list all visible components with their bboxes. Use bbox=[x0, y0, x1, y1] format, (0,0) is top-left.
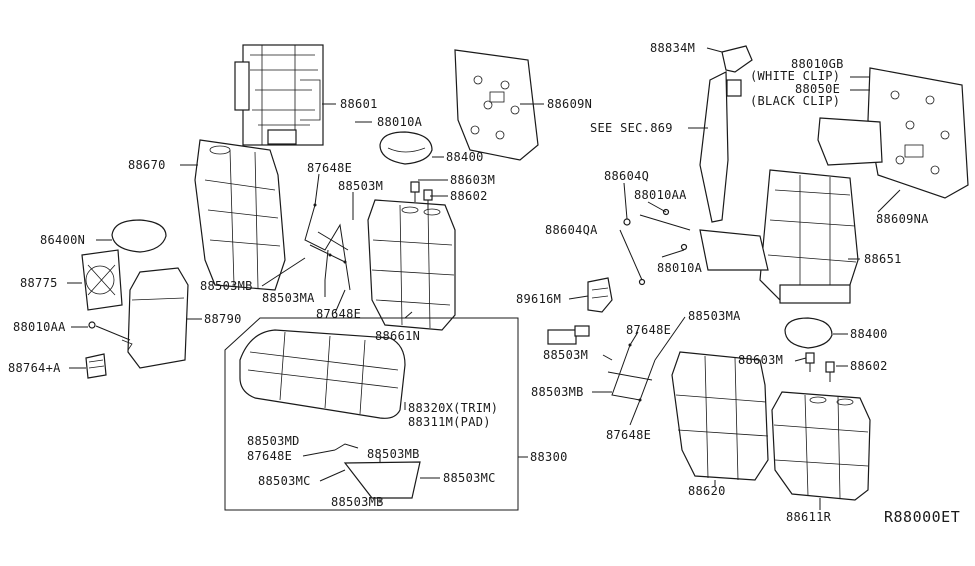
label-88400-right: 88400 bbox=[850, 327, 888, 341]
buckle-88503m bbox=[547, 325, 590, 345]
seat-back-frame-left bbox=[234, 44, 324, 146]
label-88503mc-left: 88503MC bbox=[258, 474, 311, 488]
label-88010gb: 88010GB bbox=[791, 57, 844, 71]
label-88311m: 88311M(PAD) bbox=[408, 415, 491, 429]
label-88050e: 88050E bbox=[795, 82, 840, 96]
label-88320x: 88320X(TRIM) bbox=[408, 401, 498, 415]
label-88661n: 88661N bbox=[375, 329, 420, 343]
label-88400-left: 88400 bbox=[446, 150, 484, 164]
label-88604qa: 88604QA bbox=[545, 223, 598, 237]
part-labels: 88601 88010A 88609N 88670 87648E 88503M … bbox=[8, 41, 960, 526]
seat-back-right bbox=[771, 391, 871, 501]
label-88010a-top: 88010A bbox=[377, 115, 423, 129]
label-88609na: 88609NA bbox=[876, 212, 929, 226]
label-88602-right: 88602 bbox=[850, 359, 888, 373]
label-88503mc-right: 88503MC bbox=[443, 471, 496, 485]
label-88834m: 88834M bbox=[650, 41, 695, 55]
label-88775: 88775 bbox=[20, 276, 58, 290]
label-88620: 88620 bbox=[688, 484, 726, 498]
label-88503mb-bot: 88503MB bbox=[367, 447, 420, 461]
label-88651: 88651 bbox=[864, 252, 902, 266]
bolt-set-left bbox=[410, 181, 433, 210]
seat-back-cushion-left bbox=[194, 139, 286, 291]
label-see-sec-869: SEE SEC.869 bbox=[590, 121, 673, 135]
label-88010aa-left: 88010AA bbox=[13, 320, 66, 334]
bolt-set-right bbox=[805, 352, 835, 382]
label-white-clip: (WHITE CLIP) bbox=[750, 69, 840, 83]
label-88300: 88300 bbox=[530, 450, 568, 464]
label-88503mb-left: 88503MB bbox=[200, 279, 253, 293]
label-88611r: 88611R bbox=[786, 510, 832, 524]
seat-back-board-right bbox=[817, 67, 969, 199]
seat-hook-89616m bbox=[587, 277, 613, 313]
label-87648e-right: 87648E bbox=[626, 323, 671, 337]
diagram-code: R88000ET bbox=[884, 508, 960, 526]
label-89616m: 89616M bbox=[516, 292, 561, 306]
headrest-right bbox=[784, 317, 833, 349]
label-87648e-mid: 87648E bbox=[316, 307, 361, 321]
label-88602-left: 88602 bbox=[450, 189, 488, 203]
label-88503mb-bot2: 88503MB bbox=[331, 495, 384, 509]
leader-lines bbox=[67, 47, 901, 510]
label-88604q: 88604Q bbox=[604, 169, 649, 183]
label-88503ma-right: 88503MA bbox=[688, 309, 741, 323]
label-88503m-right: 88503M bbox=[543, 348, 588, 362]
label-88503md: 88503MD bbox=[247, 434, 300, 448]
cup-holder bbox=[85, 353, 107, 379]
seat-cushion bbox=[239, 329, 406, 419]
label-87648e-bot: 87648E bbox=[247, 449, 292, 463]
armrest-frame bbox=[81, 249, 123, 311]
label-88603m-right: 88603M bbox=[738, 353, 783, 367]
label-88503mb-right: 88503MB bbox=[531, 385, 584, 399]
armrest-cover bbox=[127, 267, 189, 369]
label-86400n: 86400N bbox=[40, 233, 85, 247]
label-88010aa-right: 88010AA bbox=[634, 188, 687, 202]
seat-cushion-box bbox=[224, 317, 519, 511]
label-black-clip: (BLACK CLIP) bbox=[750, 94, 840, 108]
strap-assembly-left bbox=[304, 203, 351, 291]
seat-belt-guide bbox=[699, 45, 753, 223]
label-88603m-left: 88603M bbox=[450, 173, 495, 187]
label-88601: 88601 bbox=[340, 97, 378, 111]
label-87648e-top: 87648E bbox=[307, 161, 352, 175]
label-88609n: 88609N bbox=[547, 97, 592, 111]
seat-back-frame-right bbox=[699, 169, 859, 304]
cushion-straps bbox=[334, 443, 421, 499]
seat-back-cushion-right bbox=[671, 351, 769, 481]
label-87648e-right2: 87648E bbox=[606, 428, 651, 442]
seat-back-board-left bbox=[454, 49, 539, 161]
clip-88010aa-left bbox=[88, 321, 133, 351]
label-88764a: 88764+A bbox=[8, 361, 61, 375]
label-88010a-right: 88010A bbox=[657, 261, 703, 275]
strap-assembly-right bbox=[607, 343, 656, 402]
label-88790: 88790 bbox=[204, 312, 242, 326]
headrest-left bbox=[379, 131, 433, 165]
label-88503m-top: 88503M bbox=[338, 179, 383, 193]
seat-back-center bbox=[367, 199, 456, 331]
label-88503ma-left: 88503MA bbox=[262, 291, 315, 305]
label-88670: 88670 bbox=[128, 158, 166, 172]
headrest-armrest bbox=[111, 219, 167, 253]
